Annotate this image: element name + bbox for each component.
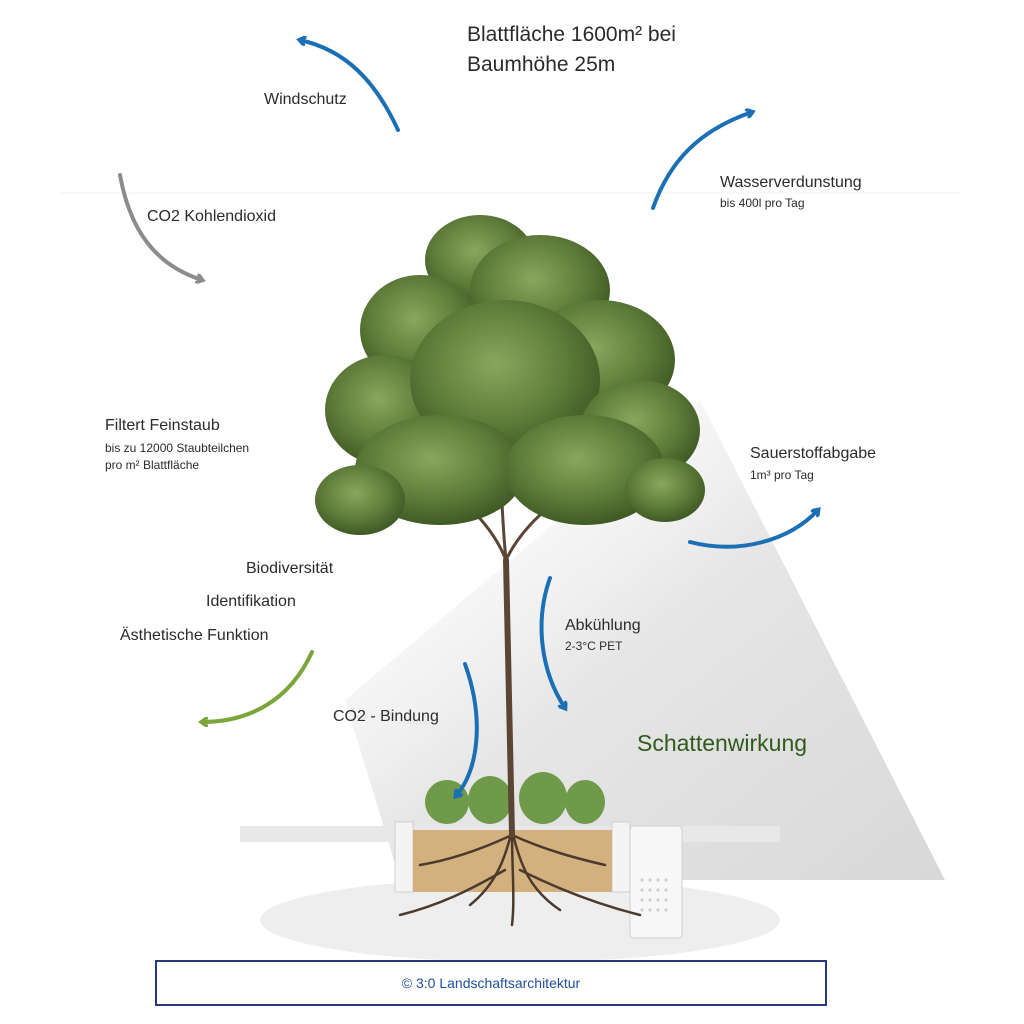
label-sauerstoff-title: Sauerstoffabgabe	[750, 445, 877, 462]
label-feinstaub-sub1: bis zu 12000 Staubteilchen	[105, 441, 250, 455]
co2-arrow-icon	[118, 173, 202, 280]
abkuehlung-arrow-icon	[539, 576, 565, 708]
windschutz-arrow-icon	[300, 40, 400, 132]
label-co2: CO2 Kohlendioxid	[147, 208, 276, 225]
label-abkuehlung-title: Abkühlung	[565, 617, 641, 634]
label-feinstaub-sub2: pro m² Blattfläche	[105, 458, 200, 472]
wasser-arrow-icon	[651, 112, 752, 210]
tree-roots	[398, 828, 642, 927]
label-biodiversitaet: Biodiversität	[246, 560, 334, 577]
copyright-box: © 3:0 Landschaftsarchitektur	[155, 960, 827, 1006]
heading-line1: Blattfläche 1600m² bei	[467, 23, 676, 46]
label-abkuehlung-sub: 2-3°C PET	[565, 639, 623, 653]
label-schatten: Schattenwirkung	[637, 730, 808, 756]
label-wasser-sub: bis 400l pro Tag	[720, 196, 805, 210]
label-feinstaub-title: Filtert Feinstaub	[105, 417, 220, 434]
label-aesthetik: Ästhetische Funktion	[120, 627, 269, 644]
label-wasser-title: Wasserverdunstung	[720, 174, 862, 191]
sauerstoff-arrow-icon	[688, 510, 818, 549]
label-co2-bindung: CO2 - Bindung	[333, 708, 439, 725]
co2-bindung-arrow-icon	[456, 662, 479, 796]
label-sauerstoff-sub: 1m³ pro Tag	[750, 468, 814, 482]
aesthetik-arrow-icon	[202, 650, 314, 722]
copyright-text: © 3:0 Landschaftsarchitektur	[401, 975, 581, 991]
tree-illustration	[315, 215, 705, 535]
heading-line2: Baumhöhe 25m	[467, 53, 616, 76]
shade-area	[345, 400, 945, 880]
label-windschutz: Windschutz	[264, 91, 347, 108]
label-identifikation: Identifikation	[206, 593, 296, 610]
